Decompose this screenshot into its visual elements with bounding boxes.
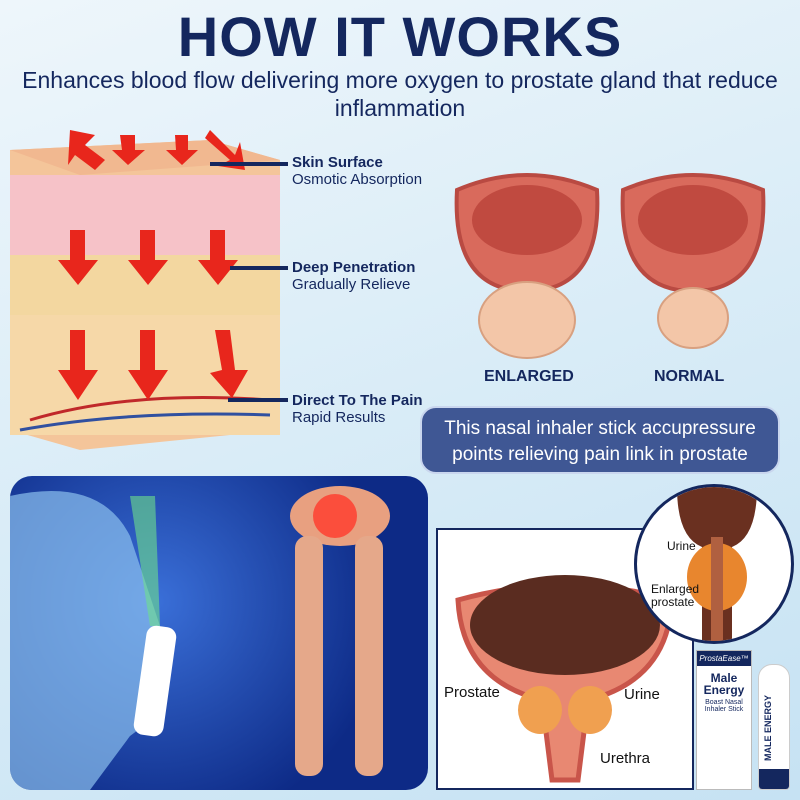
product-desc: Boast Nasal Inhaler Stick — [704, 699, 744, 713]
pointer-line — [210, 162, 288, 166]
label-urine: Urine — [624, 686, 660, 703]
face-skeleton-illustration — [10, 486, 390, 790]
callout-bubble: This nasal inhaler stick accupressure po… — [420, 406, 780, 474]
product-box: ProstaEase™ Male Energy Boast Nasal Inha… — [696, 650, 752, 790]
inhaler-stick — [133, 625, 177, 737]
arrow-icons — [58, 130, 248, 400]
inset-zoom: Urine Enlarged prostate — [634, 484, 794, 644]
normal-prostate-illustration — [620, 173, 766, 349]
nasal-inhaler-panel — [10, 476, 428, 790]
inset-label-urine: Urine — [667, 539, 696, 553]
caption-enlarged: ENLARGED — [484, 368, 574, 385]
product-stick: MALE ENERGY — [758, 664, 790, 790]
inset-label-enlarged: Enlarged prostate — [651, 582, 700, 609]
product-name: Male Energy — [703, 671, 745, 697]
label-urethra: Urethra — [600, 750, 651, 767]
skin-layers-illustration — [10, 130, 280, 450]
caption-normal: NORMAL — [654, 368, 725, 385]
stick-name: MALE ENERGY — [763, 695, 773, 762]
product-brand: ProstaEase™ — [697, 651, 751, 666]
pointer-line — [228, 398, 288, 402]
enlarged-prostate-illustration — [454, 173, 600, 359]
pointer-line — [230, 266, 288, 270]
label-prostate: Prostate — [444, 684, 500, 701]
page-title: HOW IT WORKS — [177, 5, 623, 68]
subtitle: Enhances blood flow delivering more oxyg… — [22, 67, 778, 121]
